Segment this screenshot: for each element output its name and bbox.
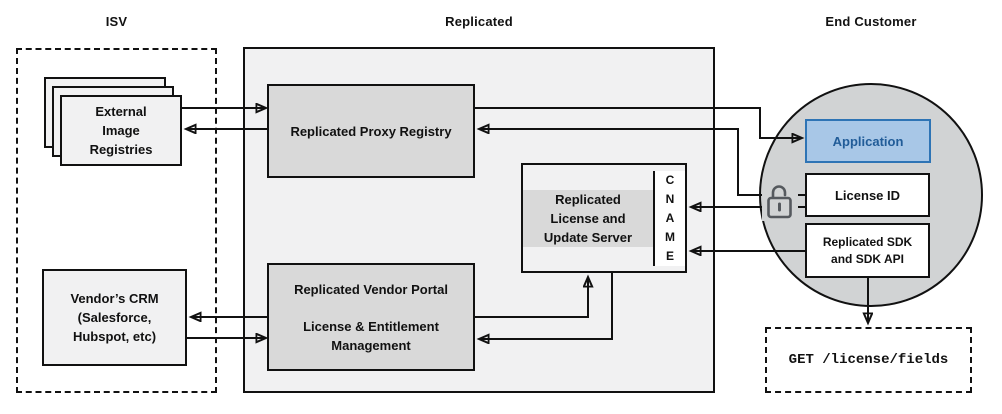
update-server-label-line2: License and [550, 210, 626, 226]
update-server-node: Replicated License and Update Server C N… [521, 163, 687, 273]
vendor-crm-label-line2: (Salesforce, [77, 310, 152, 325]
vendor-crm-label-line1: Vendor’s CRM [70, 291, 159, 306]
cname-strip: C N A M E [653, 170, 685, 266]
replicated-section-title: Replicated [445, 14, 513, 29]
cname-letter: M [665, 229, 675, 244]
vendor-portal-title: Replicated Vendor Portal [294, 281, 448, 297]
proxy-registry-node: Replicated Proxy Registry [267, 84, 475, 178]
vendor-crm-node: Vendor’s CRM (Salesforce, Hubspot, etc) [42, 269, 187, 366]
external-registries-label-line1: External [95, 104, 147, 119]
sdk-node: Replicated SDK and SDK API [805, 223, 930, 278]
external-registries-label-line3: Registries [89, 142, 153, 157]
application-node: Application [805, 119, 931, 163]
update-server-label-line3: Update Server [543, 229, 633, 245]
sdk-label-line2: and SDK API [831, 251, 904, 266]
api-endpoint-label: GET /license/fields [788, 351, 949, 368]
sdk-label-line1: Replicated SDK [822, 234, 913, 249]
vendor-portal-subtitle-line2: Management [331, 337, 411, 353]
vendor-portal-subtitle-line1: License & Entitlement [303, 318, 439, 334]
update-server-label-line1: Replicated [555, 191, 621, 207]
cname-letter: A [665, 210, 675, 225]
external-registries-node: External Image Registries [60, 95, 182, 166]
cname-letter: C [665, 172, 675, 187]
cname-letter: E [665, 248, 674, 263]
external-registries-label-line2: Image [102, 123, 140, 138]
proxy-registry-label: Replicated Proxy Registry [290, 123, 452, 139]
vendor-crm-label-line3: Hubspot, etc) [72, 329, 157, 344]
license-id-label: License ID [834, 187, 901, 203]
isv-section-title: ISV [105, 14, 128, 29]
end-customer-section-title: End Customer [825, 14, 917, 29]
license-id-node: License ID [805, 173, 930, 217]
application-label: Application [832, 133, 904, 149]
cname-letter: N [665, 191, 675, 206]
vendor-portal-node: Replicated Vendor Portal License & Entit… [267, 263, 475, 371]
api-endpoint-node: GET /license/fields [765, 327, 972, 393]
update-server-label: Replicated License and Update Server [523, 189, 653, 247]
unlock-icon [762, 180, 798, 221]
